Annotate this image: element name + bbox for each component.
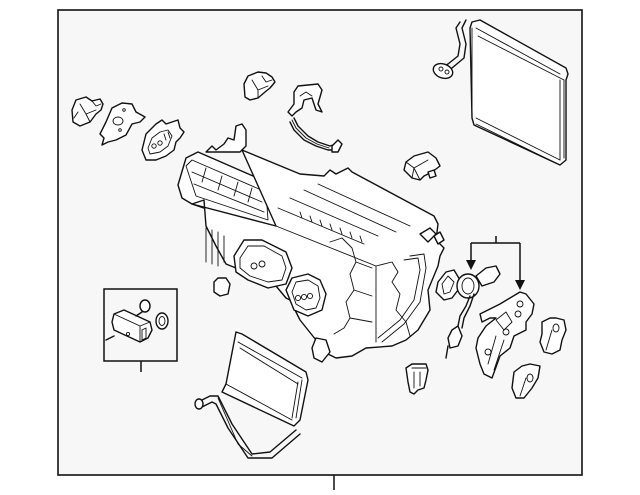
actuator-mount-plate [99, 102, 146, 146]
blend-door-actuator-left [71, 96, 104, 127]
o-ring-large [155, 312, 169, 330]
clip-bracket [405, 363, 429, 395]
wiring-harness-bracket [287, 83, 343, 153]
door-lever-plate [475, 291, 535, 379]
arrow-down-icon [466, 260, 476, 270]
lever-small-lower [511, 363, 541, 399]
lever-small-upper [539, 317, 567, 355]
expansion-valve-kit [103, 288, 178, 372]
mode-actuator-right [435, 265, 501, 359]
evaporator-core [432, 19, 569, 166]
heater-core [194, 331, 309, 459]
blower-resistor [403, 151, 441, 181]
o-ring-small [139, 299, 151, 313]
mode-door-lever [141, 119, 185, 161]
hvac-case-housing [177, 123, 445, 363]
arrow-down-icon [515, 280, 525, 290]
callout-actuator-group [466, 236, 525, 290]
actuator-top [243, 71, 276, 101]
